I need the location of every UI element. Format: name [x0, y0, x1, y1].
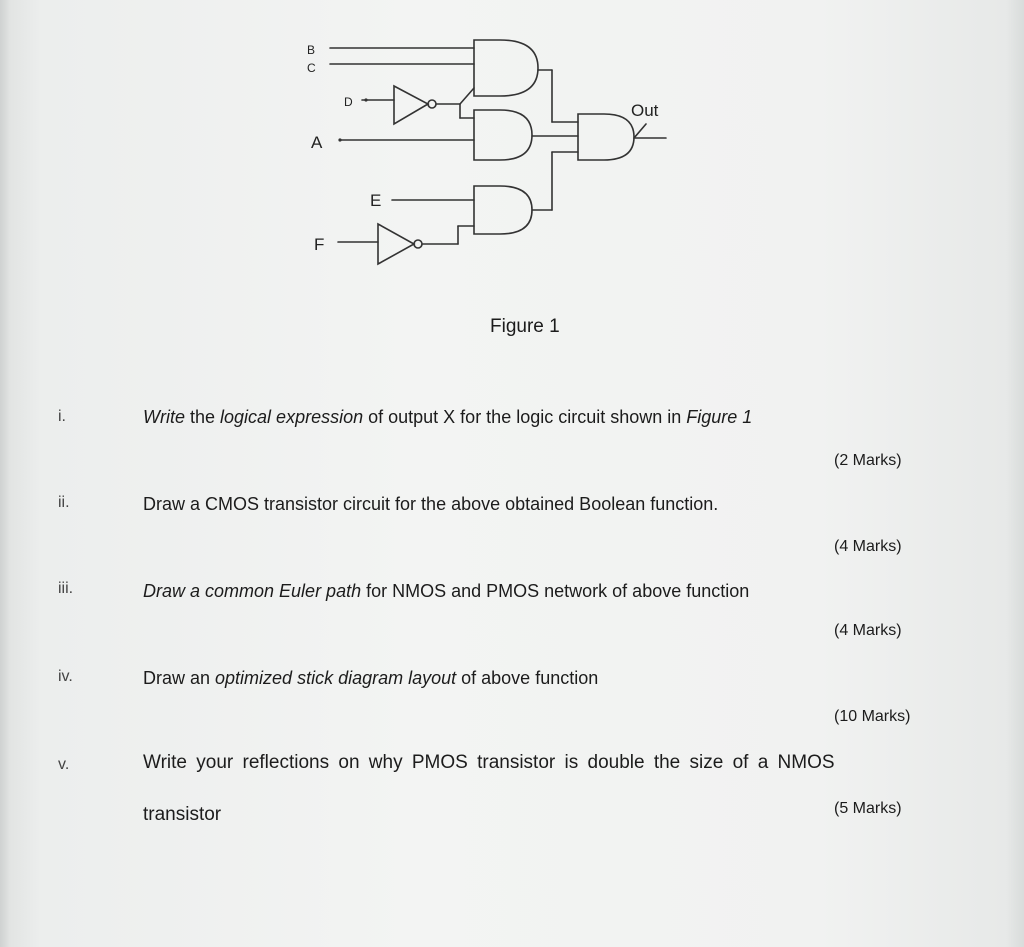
gate-top [473, 39, 539, 97]
label-d: D [344, 95, 353, 109]
question-number: iv. [58, 668, 73, 685]
page-edge-shadow-right [1006, 0, 1024, 947]
question-number: v. [58, 756, 70, 773]
question-text-part: Figure 1 [686, 407, 753, 427]
question-text-part: of above function [456, 668, 599, 688]
marks-label: (4 Marks) [834, 622, 902, 639]
wire-out-label-tick [633, 123, 647, 139]
label-b: B [307, 43, 315, 57]
question-text: Write your reflections on why PMOS trans… [143, 752, 835, 773]
marks-label: (5 Marks) [834, 800, 902, 817]
question-number: i. [58, 408, 66, 425]
label-e: E [370, 191, 381, 210]
question-text-part: Draw a CMOS transistor circuit for the a… [143, 494, 719, 514]
question-text-part: optimized stick diagram layout [215, 668, 457, 688]
label-out: Out [631, 101, 659, 120]
dot-a [338, 138, 342, 142]
question-number: ii. [58, 494, 70, 511]
question-text-part: Draw a common Euler path [143, 581, 362, 601]
dot-d [364, 98, 368, 102]
label-a: A [311, 133, 323, 152]
question-text: Draw a common Euler path for NMOS and PM… [143, 580, 749, 602]
question-text: Write the logical expression of output X… [143, 406, 752, 428]
gate-bottom [473, 185, 533, 235]
question-number: iii. [58, 580, 74, 597]
label-f: F [314, 235, 324, 254]
question-text: Draw a CMOS transistor circuit for the a… [143, 493, 718, 515]
question-text-part: logical expression [220, 407, 364, 427]
question-text: Draw an optimized stick diagram layout o… [143, 667, 598, 689]
inverter-f [377, 222, 416, 266]
question-text-part: the [185, 407, 221, 427]
marks-label: (4 Marks) [834, 538, 902, 555]
question-text-part: for NMOS and PMOS network of above funct… [361, 581, 750, 601]
gate-final [577, 113, 635, 161]
gate-middle [473, 109, 533, 161]
question-text-continued: transistor [143, 804, 222, 825]
page-edge-shadow-left [0, 0, 10, 947]
label-c: C [307, 61, 316, 75]
wire-d-not-branch [459, 87, 475, 105]
figure-caption: Figure 1 [490, 316, 560, 337]
question-text-part: of output X for the logic circuit shown … [363, 407, 687, 427]
marks-label: (10 Marks) [834, 708, 911, 725]
logic-circuit-diagram: B C D A E F Out [307, 39, 667, 266]
inverter-d [393, 84, 430, 126]
question-text-part: Draw an [143, 668, 216, 688]
question-text-part: Write [143, 407, 185, 427]
marks-label: (2 Marks) [834, 452, 902, 469]
